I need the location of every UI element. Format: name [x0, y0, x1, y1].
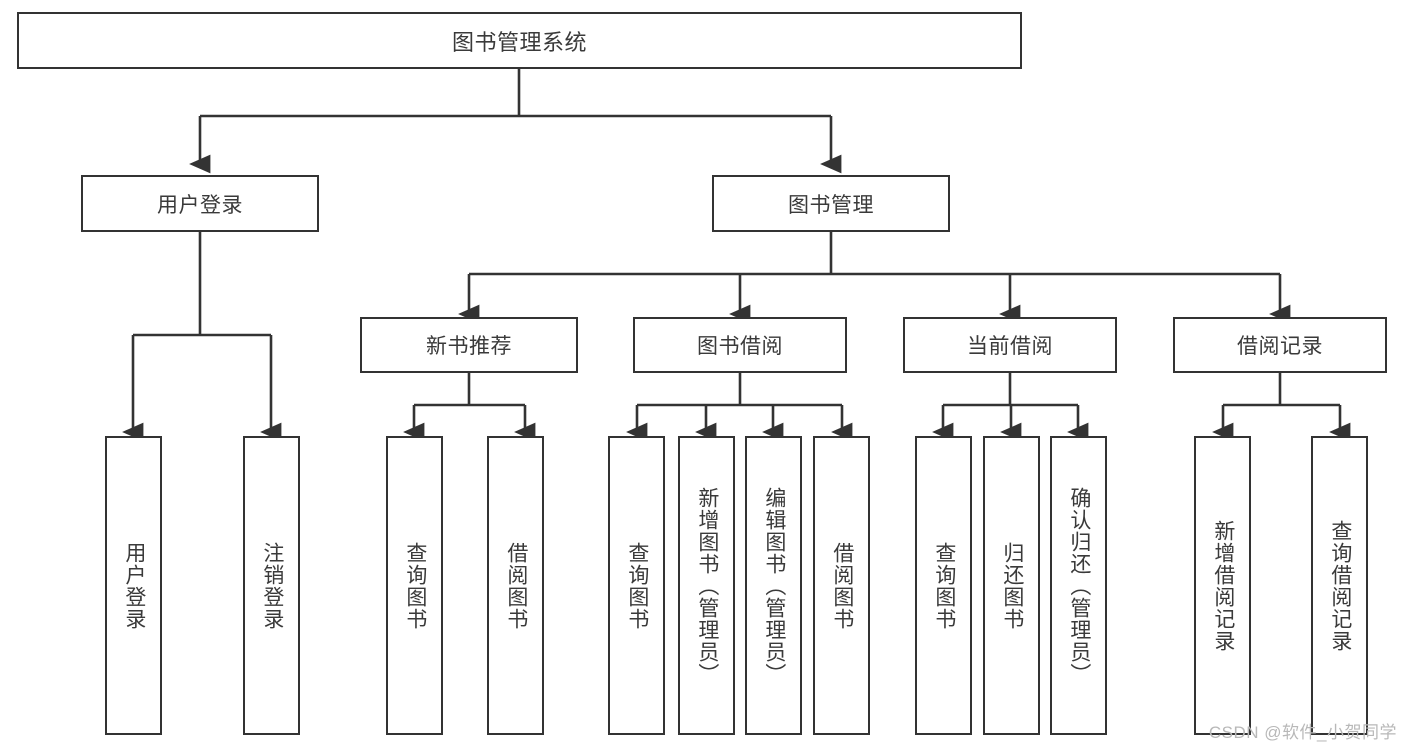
node-label: 确认归还（管理员） — [1067, 486, 1091, 685]
leaf-borrow-record-query[interactable]: 查询借阅记录 — [1311, 436, 1368, 735]
node-new-book-recommend[interactable]: 新书推荐 — [360, 317, 578, 373]
node-label: 借阅记录 — [1237, 335, 1323, 358]
node-label: 新增图书（管理员） — [695, 486, 719, 685]
node-book-management[interactable]: 图书管理 — [712, 175, 950, 232]
node-label: 新书推荐 — [426, 335, 512, 358]
node-label: 借阅图书 — [830, 541, 854, 630]
node-label: 当前借阅 — [967, 335, 1053, 358]
node-book-borrow[interactable]: 图书借阅 — [633, 317, 847, 373]
leaf-book-borrow-query[interactable]: 查询图书 — [608, 436, 665, 735]
node-current-borrow[interactable]: 当前借阅 — [903, 317, 1117, 373]
leaf-user-login-login[interactable]: 用户登录 — [105, 436, 162, 735]
node-label: 用户登录 — [157, 193, 243, 217]
leaf-current-borrow-return[interactable]: 归还图书 — [983, 436, 1040, 735]
node-label: 查询图书 — [932, 541, 956, 630]
node-label: 编辑图书（管理员） — [762, 486, 786, 685]
node-label: 用户登录 — [122, 541, 146, 630]
node-label: 查询借阅记录 — [1328, 519, 1352, 652]
leaf-new-book-query[interactable]: 查询图书 — [386, 436, 443, 735]
leaf-new-book-borrow[interactable]: 借阅图书 — [487, 436, 544, 735]
leaf-book-borrow-edit[interactable]: 编辑图书（管理员） — [745, 436, 802, 735]
leaf-book-borrow-add[interactable]: 新增图书（管理员） — [678, 436, 735, 735]
node-label: 图书管理 — [788, 193, 874, 217]
node-label: 借阅图书 — [504, 541, 528, 630]
node-label: 图书管理系统 — [451, 29, 587, 55]
node-label: 归还图书 — [1000, 541, 1024, 630]
node-user-login[interactable]: 用户登录 — [81, 175, 319, 232]
node-label: 新增借阅记录 — [1211, 519, 1235, 652]
node-label: 查询图书 — [625, 541, 649, 630]
leaf-current-borrow-query[interactable]: 查询图书 — [915, 436, 972, 735]
leaf-borrow-record-add[interactable]: 新增借阅记录 — [1194, 436, 1251, 735]
node-borrow-record[interactable]: 借阅记录 — [1173, 317, 1387, 373]
watermark-text: CSDN @软件_小贺同学 — [1208, 723, 1397, 742]
node-label: 图书借阅 — [697, 335, 783, 358]
node-label: 注销登录 — [260, 541, 284, 630]
node-root-system[interactable]: 图书管理系统 — [17, 12, 1022, 69]
leaf-user-login-logout[interactable]: 注销登录 — [243, 436, 300, 735]
node-label: 查询图书 — [403, 541, 427, 630]
leaf-book-borrow-borrow[interactable]: 借阅图书 — [813, 436, 870, 735]
leaf-current-borrow-confirm-return[interactable]: 确认归还（管理员） — [1050, 436, 1107, 735]
